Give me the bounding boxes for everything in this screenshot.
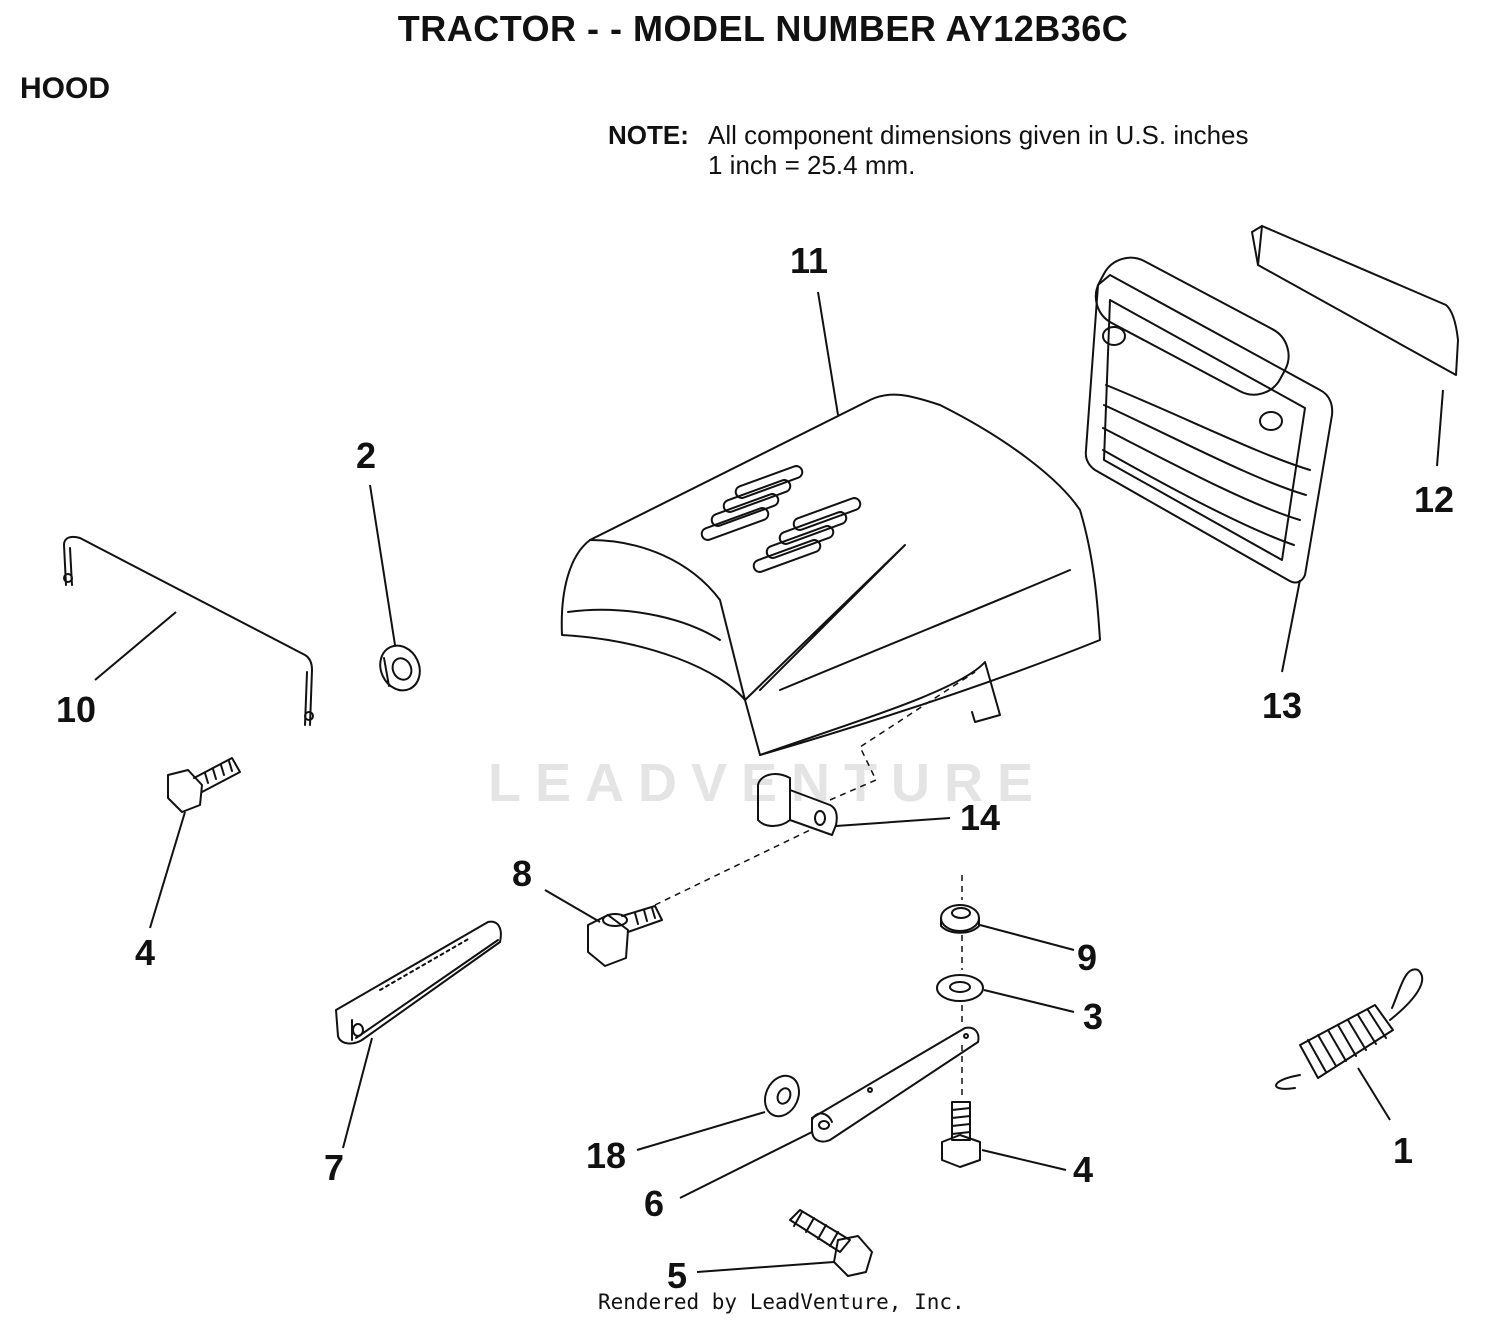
note-label: NOTE:: [608, 120, 689, 150]
callout-14: 14: [960, 797, 1000, 838]
leader-line-13: [1281, 579, 1301, 673]
strap-part-6[interactable]: [811, 1026, 980, 1143]
callout-8: 8: [512, 853, 532, 894]
grille-part[interactable]: [1084, 247, 1334, 584]
leader-line-18: [636, 1111, 766, 1151]
callout-10: 10: [56, 689, 96, 730]
callout-6: 6: [644, 1183, 664, 1224]
callout-13: 13: [1262, 685, 1302, 726]
callout-7: 7: [324, 1147, 344, 1188]
note-line-2: 1 inch = 25.4 mm.: [708, 150, 916, 180]
callout-18: 18: [586, 1135, 626, 1176]
note-line-1: All component dimensions given in U.S. i…: [708, 120, 1249, 150]
leader-line-12: [1436, 389, 1444, 467]
nut-part-9[interactable]: [940, 904, 980, 934]
callout-3: 3: [1083, 996, 1103, 1037]
leader-line-11: [817, 291, 839, 416]
leader-line-8: [544, 889, 601, 923]
clip-bracket-part[interactable]: [757, 773, 838, 836]
leader-line-14: [835, 817, 951, 827]
assembly-line-clip-14: [829, 671, 976, 801]
leader-line-1: [1357, 1067, 1391, 1121]
section-title: HOOD: [20, 72, 110, 105]
callout-5: 5: [667, 1255, 687, 1296]
callout-2: 2: [356, 435, 376, 476]
nut-part-2[interactable]: [373, 639, 427, 697]
footer-credit: Rendered by LeadVenture, Inc.: [598, 1290, 965, 1314]
leader-line-9: [979, 924, 1075, 951]
callout-9: 9: [1077, 937, 1097, 978]
assembly-line-bolt-8: [654, 829, 811, 906]
leader-line-2: [369, 484, 396, 646]
watermark: LEADVENTURE: [488, 753, 1048, 813]
dimension-note: NOTE: All component dimensions given in U…: [608, 120, 1249, 180]
leader-line-5: [696, 1261, 835, 1273]
callout-12: 12: [1414, 479, 1454, 520]
hood-part[interactable]: [560, 393, 1101, 756]
leader-line-10: [94, 611, 177, 681]
bolt-part-4b[interactable]: [941, 1101, 981, 1168]
washer-part-18[interactable]: [759, 1070, 806, 1122]
page-title: TRACTOR - - MODEL NUMBER AY12B36C: [397, 8, 1129, 49]
leader-line-6: [679, 1131, 813, 1199]
leader-line-4b: [981, 1149, 1067, 1171]
callout-11: 11: [790, 240, 828, 281]
bolt-part-5[interactable]: [789, 1209, 873, 1277]
callout-4b: 4: [1073, 1149, 1093, 1190]
callout-1: 1: [1393, 1130, 1413, 1171]
washer-part-3[interactable]: [936, 974, 984, 1002]
callout-4a: 4: [135, 932, 155, 973]
flange-bolt-part[interactable]: [587, 905, 663, 967]
cover-panel-part[interactable]: [1251, 225, 1459, 376]
spring-part[interactable]: [1275, 968, 1424, 1090]
leader-line-7: [342, 1037, 373, 1149]
brace-part-7[interactable]: [335, 920, 502, 1045]
leader-line-3: [983, 989, 1075, 1013]
hood-rod-part[interactable]: [63, 535, 314, 726]
leader-line-4a: [149, 811, 186, 929]
bolt-part-4a[interactable]: [167, 757, 241, 813]
